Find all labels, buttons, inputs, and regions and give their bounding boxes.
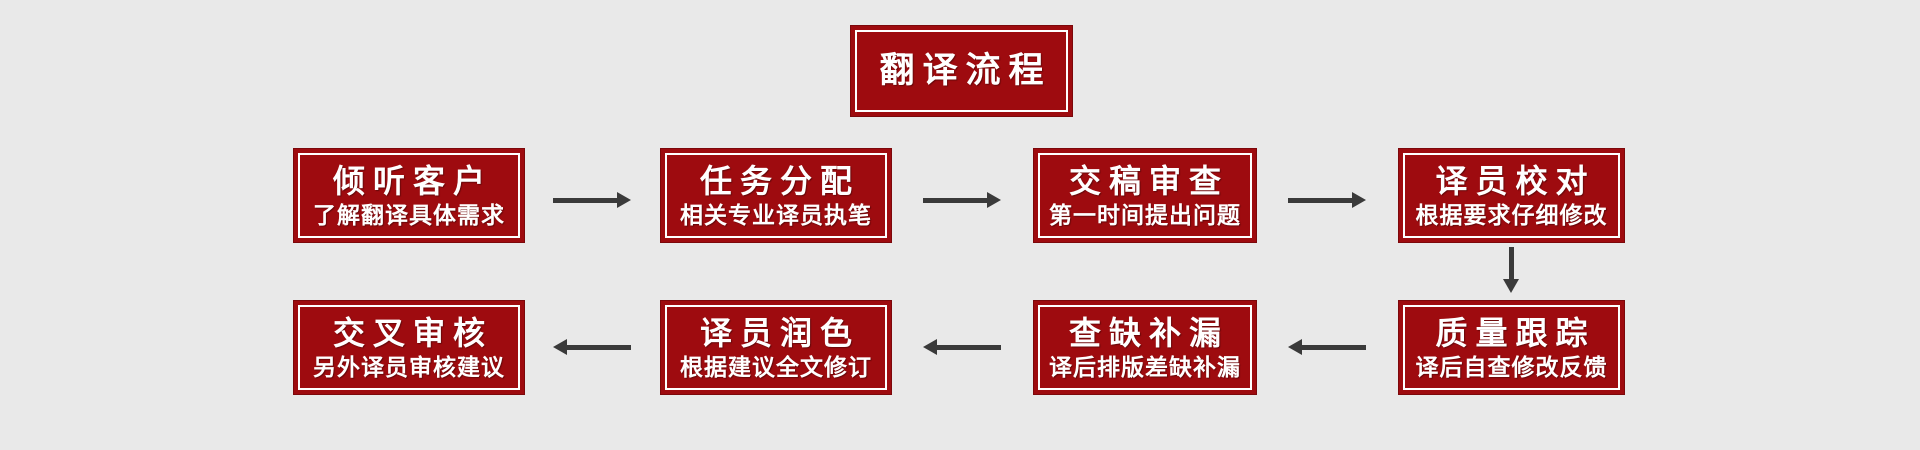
diagram-title: 翻译流程: [879, 51, 1052, 90]
step-subtitle: 根据要求仔细修改: [1415, 201, 1608, 228]
step-subtitle: 译后排版差缺补漏: [1049, 353, 1241, 380]
arrow-left-icon: [1288, 339, 1366, 355]
step-title: 查缺补漏: [1068, 314, 1229, 351]
step-subtitle: 相关专业译员执笔: [680, 201, 872, 228]
arrow-shaft: [567, 344, 631, 350]
step-box-inner: 倾听客户 了解翻译具体需求: [298, 153, 520, 238]
step-task-assignment: 任务分配 相关专业译员执笔: [660, 148, 892, 243]
arrow-shaft: [937, 344, 1001, 350]
diagram-title-box-inner: 翻译流程: [855, 30, 1068, 112]
step-title: 交叉审核: [332, 314, 493, 351]
step-box-inner: 交叉审核 另外译员审核建议: [298, 305, 520, 390]
arrow-left-icon: [923, 339, 1001, 355]
step-translator-proofreading: 译员校对 根据要求仔细修改: [1398, 148, 1625, 243]
arrow-shaft: [923, 197, 987, 203]
arrow-shaft: [1288, 197, 1352, 203]
step-title: 倾听客户: [332, 162, 493, 199]
step-title: 交稿审查: [1068, 162, 1229, 199]
arrow-right-icon: [923, 192, 1001, 208]
step-submission-review: 交稿审查 第一时间提出问题: [1033, 148, 1257, 243]
step-gap-check-fill: 查缺补漏 译后排版差缺补漏: [1033, 300, 1257, 395]
arrow-head: [923, 339, 937, 355]
arrow-right-icon: [553, 192, 631, 208]
arrow-down-icon: [1503, 247, 1519, 293]
arrow-head: [1503, 279, 1519, 293]
arrow-head: [553, 339, 567, 355]
arrow-head: [617, 192, 631, 208]
step-subtitle: 了解翻译具体需求: [313, 201, 505, 228]
step-box-inner: 任务分配 相关专业译员执笔: [665, 153, 887, 238]
step-quality-tracking: 质量跟踪 译后自查修改反馈: [1398, 300, 1625, 395]
step-subtitle: 第一时间提出问题: [1049, 201, 1241, 228]
step-cross-review: 交叉审核 另外译员审核建议: [293, 300, 525, 395]
step-subtitle: 另外译员审核建议: [313, 353, 505, 380]
arrow-shaft: [1508, 247, 1514, 279]
step-title: 任务分配: [699, 162, 860, 199]
step-box-inner: 查缺补漏 译后排版差缺补漏: [1038, 305, 1252, 390]
arrow-head: [1352, 192, 1366, 208]
arrow-head: [987, 192, 1001, 208]
arrow-shaft: [553, 197, 617, 203]
step-listen-customer: 倾听客户 了解翻译具体需求: [293, 148, 525, 243]
step-translator-polishing: 译员润色 根据建议全文修订: [660, 300, 892, 395]
arrow-left-icon: [553, 339, 631, 355]
arrow-right-icon: [1288, 192, 1366, 208]
step-title: 质量跟踪: [1435, 314, 1596, 351]
diagram-title-box: 翻译流程: [850, 25, 1073, 117]
step-box-inner: 译员润色 根据建议全文修订: [665, 305, 887, 390]
step-title: 译员润色: [699, 314, 860, 351]
arrow-shaft: [1302, 344, 1366, 350]
step-box-inner: 译员校对 根据要求仔细修改: [1403, 153, 1620, 238]
step-box-inner: 质量跟踪 译后自查修改反馈: [1403, 305, 1620, 390]
step-box-inner: 交稿审查 第一时间提出问题: [1038, 153, 1252, 238]
step-title: 译员校对: [1435, 162, 1596, 199]
step-subtitle: 根据建议全文修订: [680, 353, 872, 380]
step-subtitle: 译后自查修改反馈: [1415, 353, 1608, 380]
arrow-head: [1288, 339, 1302, 355]
